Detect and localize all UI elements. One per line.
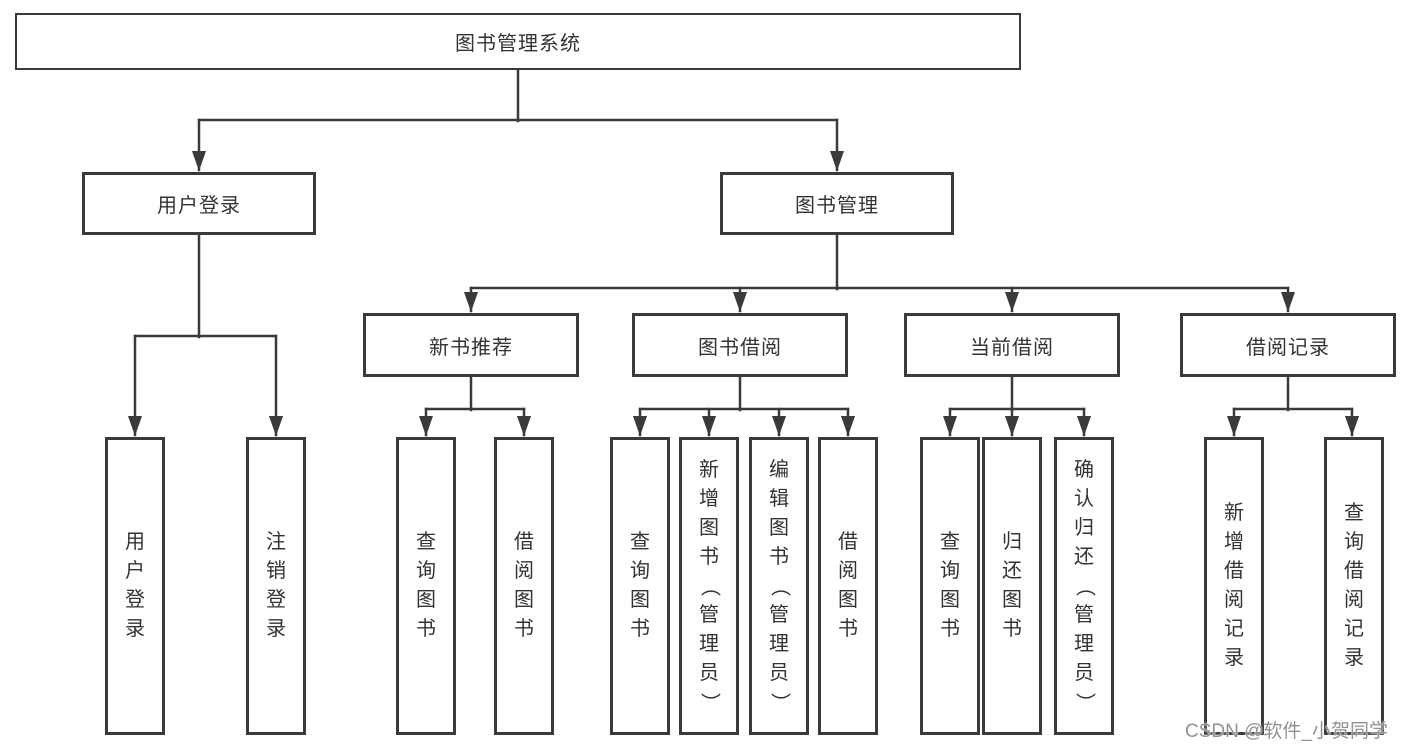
node-label: 用户登录 [157,195,241,217]
leaf-query-books-borrowing: 查询图书 [610,437,670,735]
leaf-query-borrow-record: 查询借阅记录 [1324,437,1384,735]
csdn-watermark: CSDN @软件_小贺同学 [1185,721,1388,742]
leaf-query-books-current: 查询图书 [920,437,980,735]
leaf-edit-books-admin: 编辑图书（管理员） [749,437,809,735]
leaf-borrow-books: 借阅图书 [818,437,878,735]
node-current-borrowing: 当前借阅 [904,313,1120,377]
node-label: 图书管理 [795,195,879,217]
node-book-management: 图书管理 [720,172,954,235]
node-label: 借阅记录 [1246,336,1330,359]
node-label: 当前借阅 [970,336,1054,359]
node-label: 图书管理系统 [455,33,581,55]
node-label: 图书借阅 [698,336,782,359]
leaf-user-login: 用户登录 [105,437,165,735]
node-borrowing-records: 借阅记录 [1180,313,1396,377]
node-user-login: 用户登录 [82,172,316,235]
leaf-confirm-return-admin: 确认归还（管理员） [1054,437,1114,735]
node-book-borrowing: 图书借阅 [632,313,848,377]
node-label: 新书推荐 [429,336,513,359]
leaf-add-borrow-record: 新增借阅记录 [1204,437,1264,735]
leaf-query-books-recommend: 查询图书 [396,437,456,735]
leaf-return-books: 归还图书 [982,437,1042,735]
leaf-logout: 注销登录 [246,437,306,735]
leaf-add-books-admin: 新增图书（管理员） [679,437,739,735]
leaf-borrow-books-recommend: 借阅图书 [494,437,554,735]
node-new-book-recommend: 新书推荐 [363,313,579,377]
node-library-management-system: 图书管理系统 [15,13,1021,70]
